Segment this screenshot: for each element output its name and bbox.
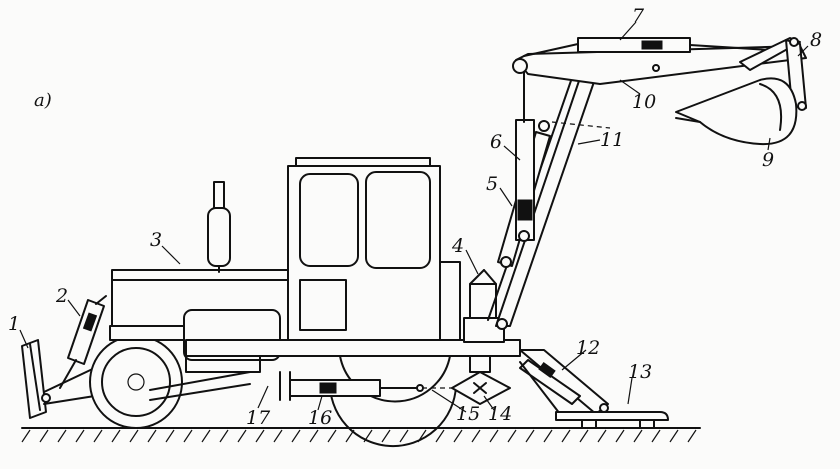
ground bbox=[21, 427, 701, 443]
callout-17: 17 bbox=[246, 407, 271, 429]
swing-mechanism bbox=[451, 355, 511, 405]
bucket bbox=[675, 77, 798, 146]
boom bbox=[487, 67, 597, 330]
leader-lines bbox=[19, 21, 809, 413]
callout-11: 11 bbox=[600, 129, 624, 151]
stick bbox=[512, 43, 807, 85]
callout-12: 12 bbox=[576, 337, 600, 359]
chassis-frame bbox=[109, 325, 521, 401]
rear-wheel bbox=[328, 355, 457, 447]
callout-5: 5 bbox=[486, 173, 498, 195]
callout-3: 3 bbox=[150, 229, 162, 251]
callout-16: 16 bbox=[308, 407, 332, 429]
rear-outrigger bbox=[519, 349, 669, 429]
stick-cylinder bbox=[515, 67, 611, 242]
callout-10: 10 bbox=[632, 91, 656, 113]
callout-9: 9 bbox=[762, 149, 774, 171]
cab bbox=[287, 157, 461, 341]
bucket-cylinder bbox=[577, 37, 771, 53]
front-wheel bbox=[89, 335, 183, 429]
callout-14: 14 bbox=[488, 403, 512, 425]
callout-13: 13 bbox=[628, 361, 652, 383]
callout-8: 8 bbox=[810, 29, 822, 51]
callout-2: 2 bbox=[55, 285, 68, 307]
callout-4: 4 bbox=[451, 235, 464, 257]
callout-6: 6 bbox=[490, 131, 502, 153]
callout-15: 15 bbox=[456, 403, 480, 425]
swing-column bbox=[463, 269, 505, 343]
side-shift-cylinder bbox=[279, 371, 480, 401]
panel-label: a) bbox=[34, 90, 52, 111]
blade-lift-cylinder bbox=[59, 295, 107, 389]
callout-7: 7 bbox=[632, 5, 645, 27]
callout-1: 1 bbox=[8, 313, 20, 335]
